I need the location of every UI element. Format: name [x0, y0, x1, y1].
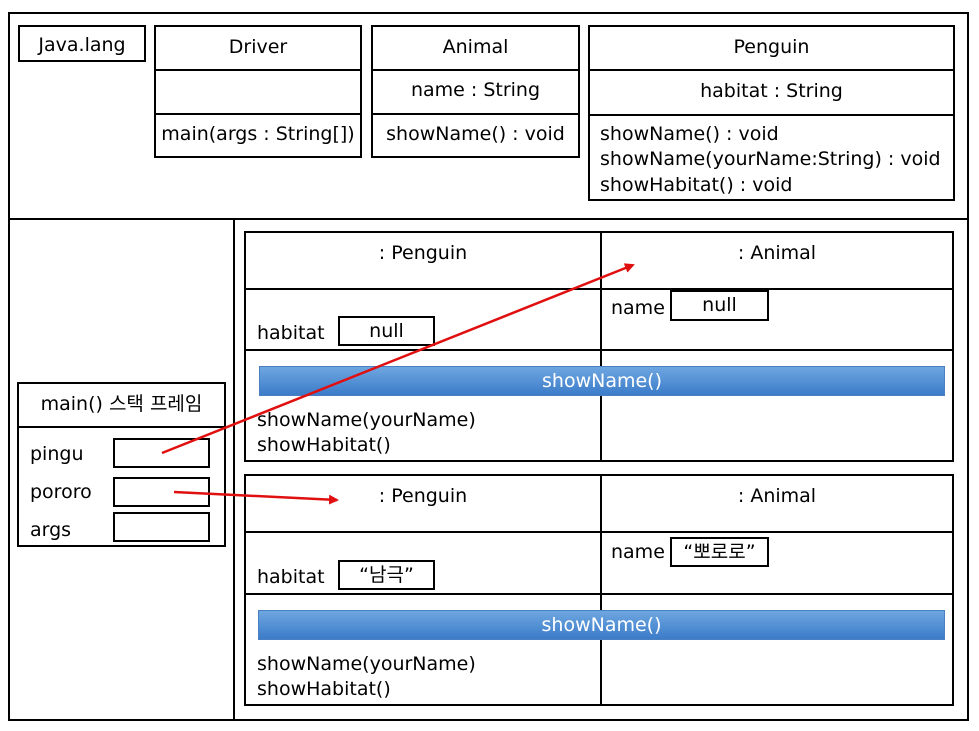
- class-penguin-method-2: showName(yourName:String) : void: [600, 148, 941, 170]
- stack-var-pingu: pingu: [30, 443, 84, 465]
- stack-frame-divider: [19, 426, 224, 428]
- heap-object-pororo-method-1: showName(yourName): [257, 653, 476, 675]
- heap-object-pororo-middle-divider: [600, 476, 602, 704]
- class-animal-divider-2: [373, 113, 578, 115]
- class-driver-name: Driver: [228, 36, 288, 58]
- heap-object-pingu-animal-label: : Animal: [737, 242, 817, 264]
- class-java-lang-name: Java.lang: [38, 34, 126, 56]
- heap-object-pingu: : Penguin : Animal habitat null name nul…: [244, 231, 954, 462]
- class-animal-field: name : String: [410, 79, 541, 101]
- heap-object-pingu-penguin-label: : Penguin: [378, 242, 468, 264]
- class-penguin-name: Penguin: [733, 36, 810, 58]
- heap-object-pororo-name-value: “뽀로로”: [670, 537, 769, 567]
- class-penguin-divider-1: [590, 69, 953, 71]
- arrow-pingu-to-object: [161, 263, 635, 455]
- class-penguin-method-3: showHabitat() : void: [600, 174, 793, 196]
- heap-object-pororo-divider-2: [246, 593, 952, 595]
- heap-object-pororo-divider-1: [246, 531, 952, 533]
- class-animal-name: Animal: [442, 36, 509, 58]
- heap-object-pororo-animal-label: : Animal: [737, 485, 817, 507]
- stack-var-pororo: pororo: [30, 481, 92, 503]
- heap-object-pororo-showname-bar: showName(): [258, 610, 945, 640]
- arrow-pororo-to-object: [173, 490, 339, 505]
- heap-object-pingu-method-1: showName(yourName): [257, 409, 476, 431]
- class-driver-divider-2: [156, 113, 360, 115]
- heap-object-pororo-habitat-value: “남극”: [338, 560, 435, 590]
- heap-object-pingu-name-label: name: [611, 297, 665, 319]
- heap-object-pingu-name-value: null: [670, 290, 769, 321]
- stack-var-args: args: [30, 519, 72, 541]
- heap-object-pororo: : Penguin : Animal habitat “남극” name “뽀로…: [244, 474, 954, 706]
- heap-object-pingu-divider-2: [246, 349, 952, 351]
- heap-object-pingu-habitat-value: null: [338, 316, 435, 346]
- heap-object-pingu-middle-divider: [600, 233, 602, 460]
- heap-object-pororo-name-label: name: [611, 541, 665, 563]
- class-driver-method: main(args : String[]): [161, 123, 355, 145]
- stack-slot-args: [113, 512, 210, 542]
- stack-slot-pingu: [113, 438, 210, 468]
- class-penguin: Penguin habitat : String showName() : vo…: [588, 25, 955, 201]
- heap-object-pingu-divider-1: [246, 288, 952, 290]
- class-penguin-method-1: showName() : void: [600, 123, 779, 145]
- class-animal-divider-1: [373, 69, 578, 71]
- heap-object-pingu-habitat-label: habitat: [257, 322, 325, 344]
- class-penguin-divider-2: [590, 114, 953, 116]
- class-penguin-field: habitat : String: [700, 80, 843, 102]
- heap-object-pororo-penguin-label: : Penguin: [378, 485, 468, 507]
- heap-object-pororo-method-2: showHabitat(): [257, 678, 391, 700]
- heap-object-pingu-method-2: showHabitat(): [257, 434, 391, 456]
- class-java-lang: Java.lang: [18, 25, 146, 62]
- top-section-divider: [8, 218, 969, 220]
- class-driver-divider-1: [156, 69, 360, 71]
- heap-object-pororo-habitat-label: habitat: [257, 566, 325, 588]
- class-animal-method: showName() : void: [386, 123, 565, 145]
- class-animal: Animal name : String showName() : void: [371, 25, 580, 158]
- stack-frame: main() 스택 프레임 pingu pororo args: [17, 382, 226, 547]
- bottom-section-divider: [233, 219, 235, 721]
- heap-object-pingu-showname-bar: showName(): [259, 366, 945, 396]
- stack-frame-title: main() 스택 프레임: [40, 393, 203, 415]
- class-driver: Driver main(args : String[]): [154, 25, 362, 158]
